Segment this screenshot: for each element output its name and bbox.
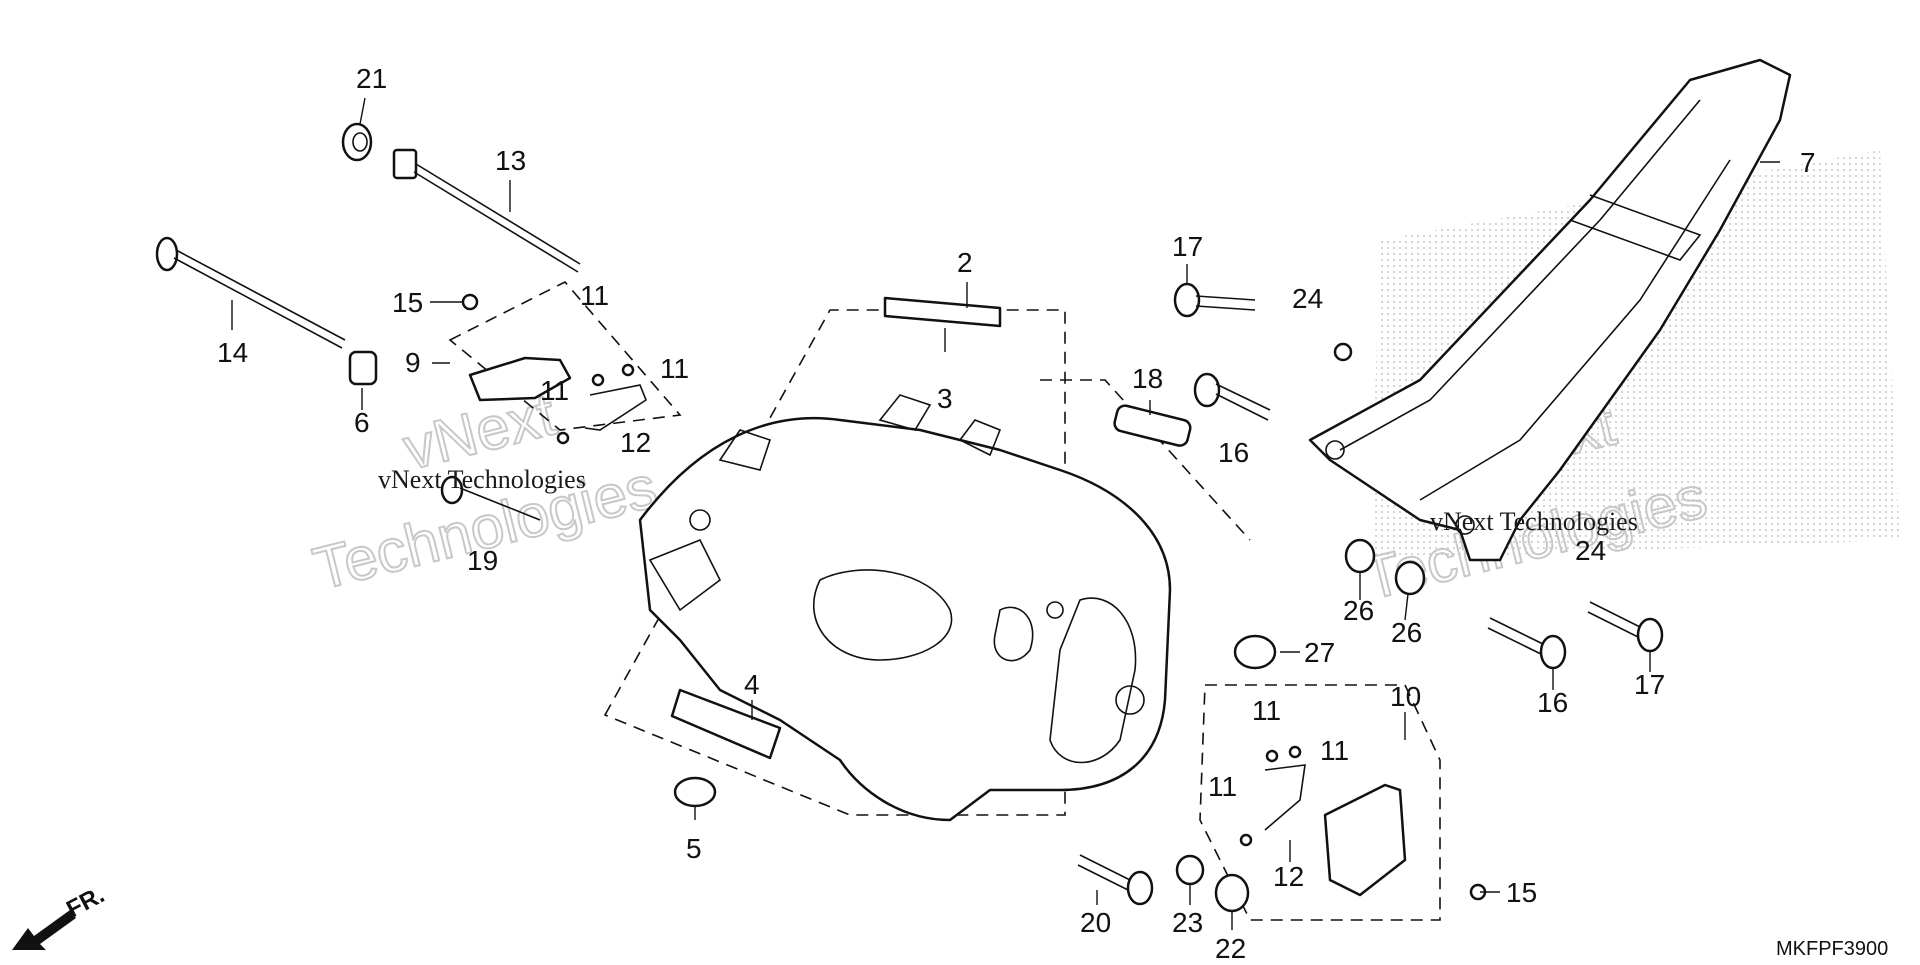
collar-27 bbox=[1233, 634, 1277, 670]
spacer-5 bbox=[673, 776, 717, 808]
bolt-16-upper bbox=[1193, 372, 1271, 421]
cover-10 bbox=[1323, 783, 1407, 897]
clip-12-right bbox=[1264, 764, 1306, 831]
watermark-left: vNext Technologies bbox=[378, 465, 586, 494]
bolt-18 bbox=[1113, 404, 1192, 447]
callout-20: 20 bbox=[1080, 907, 1111, 938]
callout-13: 13 bbox=[495, 145, 526, 176]
callout-10: 10 bbox=[1390, 681, 1421, 712]
front-direction-arrow: FR. bbox=[12, 881, 109, 950]
callout-17-lower: 17 bbox=[1634, 669, 1665, 700]
bolt-16-lower bbox=[1487, 617, 1567, 670]
callout-4: 4 bbox=[744, 669, 760, 700]
callout-26-right: 26 bbox=[1391, 617, 1422, 648]
collar-24-upper bbox=[1333, 342, 1353, 362]
callout-27: 27 bbox=[1304, 637, 1335, 668]
clip-11-b bbox=[621, 363, 635, 377]
plate-4 bbox=[670, 688, 782, 760]
callout-15-top: 15 bbox=[392, 287, 423, 318]
clip-12-left bbox=[584, 384, 647, 431]
collar-26-left bbox=[1344, 538, 1376, 574]
clip-11-a bbox=[591, 373, 605, 387]
callout-11-b: 11 bbox=[660, 353, 689, 384]
clip-11-d bbox=[1265, 749, 1279, 763]
bolt-20 bbox=[1077, 854, 1154, 906]
callout-11-c: 11 bbox=[540, 375, 569, 406]
callout-11-f: 11 bbox=[1208, 771, 1237, 802]
washer-23 bbox=[1175, 854, 1205, 886]
collar-26-right bbox=[1394, 560, 1426, 596]
callout-19: 19 bbox=[467, 545, 498, 576]
callout-15-bottom: 15 bbox=[1506, 877, 1537, 908]
callout-22: 22 bbox=[1215, 933, 1246, 960]
nut-22 bbox=[1214, 873, 1250, 913]
callout-3: 3 bbox=[937, 383, 953, 414]
collar-6 bbox=[348, 350, 378, 386]
callout-11-a: 11 bbox=[580, 280, 609, 311]
callout-24-lower: 24 bbox=[1575, 535, 1606, 566]
nut-21 bbox=[341, 122, 373, 162]
bolt-19 bbox=[440, 475, 541, 521]
callout-17-upper: 17 bbox=[1172, 231, 1203, 262]
callout-6: 6 bbox=[354, 407, 370, 438]
group-outline-18 bbox=[1040, 379, 1251, 541]
bolt-17-lower bbox=[1587, 601, 1664, 653]
group-outline-9 bbox=[448, 281, 682, 431]
screw-15-top bbox=[461, 293, 479, 311]
cover-9 bbox=[468, 356, 572, 402]
callout-9: 9 bbox=[405, 347, 421, 378]
watermark-right: vNext Technologies bbox=[1430, 507, 1638, 536]
rear-subframe bbox=[1308, 58, 1792, 562]
callout-7: 7 bbox=[1800, 147, 1816, 178]
callout-24-upper: 24 bbox=[1292, 283, 1323, 314]
callout-18: 18 bbox=[1132, 363, 1163, 394]
callout-16-lower: 16 bbox=[1537, 687, 1568, 718]
clip-11-f bbox=[1239, 833, 1253, 847]
callout-11-d: 11 bbox=[1252, 695, 1281, 726]
callout-2: 2 bbox=[957, 247, 973, 278]
callout-12-left: 12 bbox=[620, 427, 651, 458]
main-frame bbox=[638, 394, 1172, 822]
bolt-14 bbox=[155, 236, 346, 349]
plate-3 bbox=[883, 296, 1002, 328]
callout-11-e: 11 bbox=[1320, 735, 1349, 766]
group-outline-10 bbox=[1199, 684, 1441, 921]
callout-23: 23 bbox=[1172, 907, 1203, 938]
diagram-code: MKFPF3900 bbox=[1776, 938, 1888, 960]
callout-5: 5 bbox=[686, 833, 702, 864]
callout-16-upper: 16 bbox=[1218, 437, 1249, 468]
callout-12-right: 12 bbox=[1273, 861, 1304, 892]
callout-14: 14 bbox=[217, 337, 248, 368]
bolt-17-upper bbox=[1173, 282, 1256, 318]
callout-26-left: 26 bbox=[1343, 595, 1374, 626]
bolt-13 bbox=[392, 148, 581, 273]
leader-lines bbox=[231, 97, 1780, 930]
clip-11-c bbox=[556, 431, 570, 445]
callout-21: 21 bbox=[356, 63, 387, 94]
clip-11-e bbox=[1288, 745, 1302, 759]
